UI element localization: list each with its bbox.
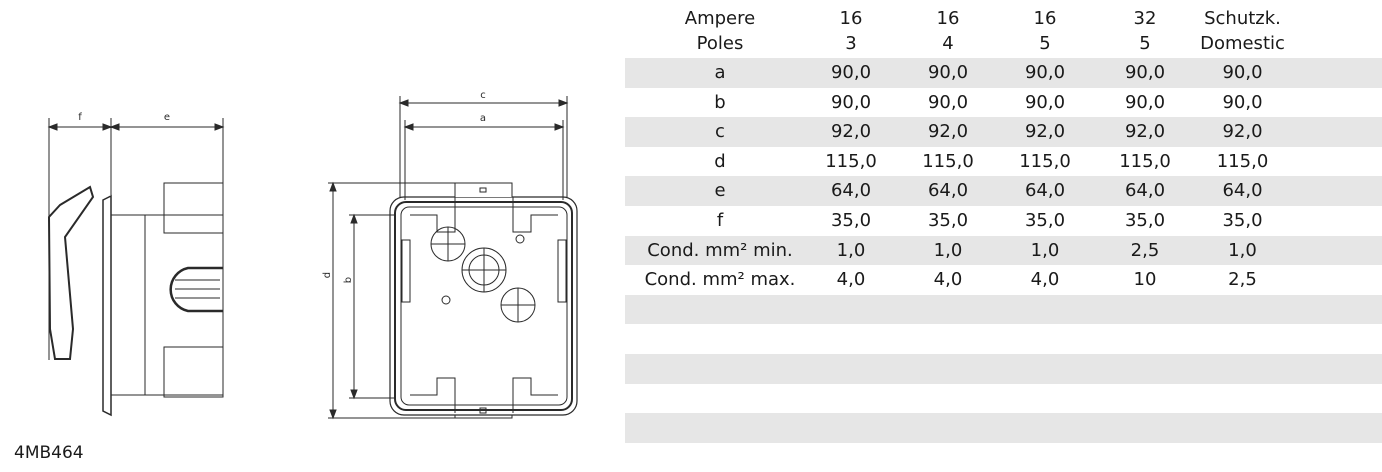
header-cell: Domestic [1200,33,1285,54]
table-cell: 64,0 [1024,180,1066,202]
header-label-poles: Poles [696,33,744,54]
dim-label-f: f [78,112,82,123]
row-label: Cond. mm² min. [647,239,793,261]
table-cell: 92,0 [1124,121,1166,143]
side-view: f e [47,112,225,417]
table-cell: 1,0 [933,239,963,261]
product-code: 4MB464 [14,443,84,463]
header-cell: 16 [1033,8,1057,29]
table-row: c 92,0 92,0 92,0 92,0 92,0 [625,117,1382,147]
table-row [625,353,1382,384]
table-cell: 35,0 [1024,209,1066,231]
table-cell: 35,0 [1222,209,1263,231]
table-cell: 10 [1133,269,1157,291]
front-view: c a d b [322,90,578,420]
table-cell: 90,0 [1024,91,1066,113]
table-cell: 90,0 [1222,91,1263,113]
header-cell: 32 [1133,8,1157,29]
row-label: e [714,180,726,202]
table-cell: 1,0 [1030,239,1060,261]
table-cell: 90,0 [1124,62,1166,83]
table-cell: 90,0 [830,62,872,83]
table-cell: 4,0 [836,269,866,291]
table-cell: 64,0 [830,180,872,202]
table-cell: 35,0 [1124,209,1166,231]
table-cell: 90,0 [927,91,969,113]
header-cell: 4 [942,33,954,54]
table-cell: 92,0 [830,121,872,143]
table-cell: 64,0 [927,180,969,202]
row-label: Cond. mm² max. [644,269,796,291]
table-cell: 2,5 [1130,239,1160,261]
table-cell: 1,0 [1228,239,1257,261]
technical-drawing: f e c a d b [47,90,578,420]
table-cell: 92,0 [1222,121,1263,143]
table-row [625,384,1382,414]
header-cell: 5 [1039,33,1051,54]
header-cell: 16 [936,8,960,29]
table-cell: 35,0 [927,209,969,231]
table-cell: 35,0 [830,209,872,231]
table-cell: 4,0 [1030,269,1060,291]
table-cell: 4,0 [933,269,963,291]
table-cell: 90,0 [830,91,872,113]
table-row: Cond. mm² max. 4,0 4,0 4,0 10 2,5 [625,265,1382,295]
header-cell: 16 [839,8,863,29]
table-cell: 64,0 [1124,180,1166,202]
table-row [625,324,1382,354]
header-label-ampere: Ampere [684,8,756,29]
table-cell: 2,5 [1228,269,1257,291]
table-row [625,413,1382,443]
header-cell: 5 [1139,33,1151,54]
header-cell: 3 [845,33,857,54]
row-label: b [714,91,726,113]
table-cell: 92,0 [1024,121,1066,143]
dim-label-e: e [164,112,170,123]
dim-label-d: d [322,272,333,278]
table-cell: 90,0 [1024,62,1066,83]
table-row: e 64,0 64,0 64,0 64,0 64,0 [625,176,1382,206]
table-cell: 90,0 [1124,91,1166,113]
row-label: f [716,209,724,231]
table-row: Cond. mm² min. 1,0 1,0 1,0 2,5 1,0 [625,235,1382,266]
table-cell: 115,0 [1019,150,1071,172]
row-label: c [715,121,725,143]
table-row: b 90,0 90,0 90,0 90,0 90,0 [625,88,1382,118]
dim-label-c: c [480,90,486,101]
table-row: a 90,0 90,0 90,0 90,0 90,0 [625,58,1382,88]
table-cell: 115,0 [825,150,877,172]
table-cell: 115,0 [1119,150,1171,172]
row-label: a [714,62,726,83]
table-row: d 115,0 115,0 115,0 115,0 115,0 [625,147,1382,177]
table-cell: 115,0 [1216,150,1269,172]
table-row [625,294,1382,325]
table-cell: 1,0 [836,239,866,261]
header-cell: Schutzk. [1204,8,1281,29]
table-cell: 90,0 [927,62,969,83]
table-cell: 92,0 [927,121,969,143]
dim-label-a: a [480,113,486,124]
table-cell: 115,0 [922,150,974,172]
table-cell: 64,0 [1222,180,1263,202]
table-row: f 35,0 35,0 35,0 35,0 35,0 [625,206,1382,236]
row-label: d [714,150,726,172]
dim-label-b: b [343,277,354,283]
table-cell: 90,0 [1222,62,1263,83]
